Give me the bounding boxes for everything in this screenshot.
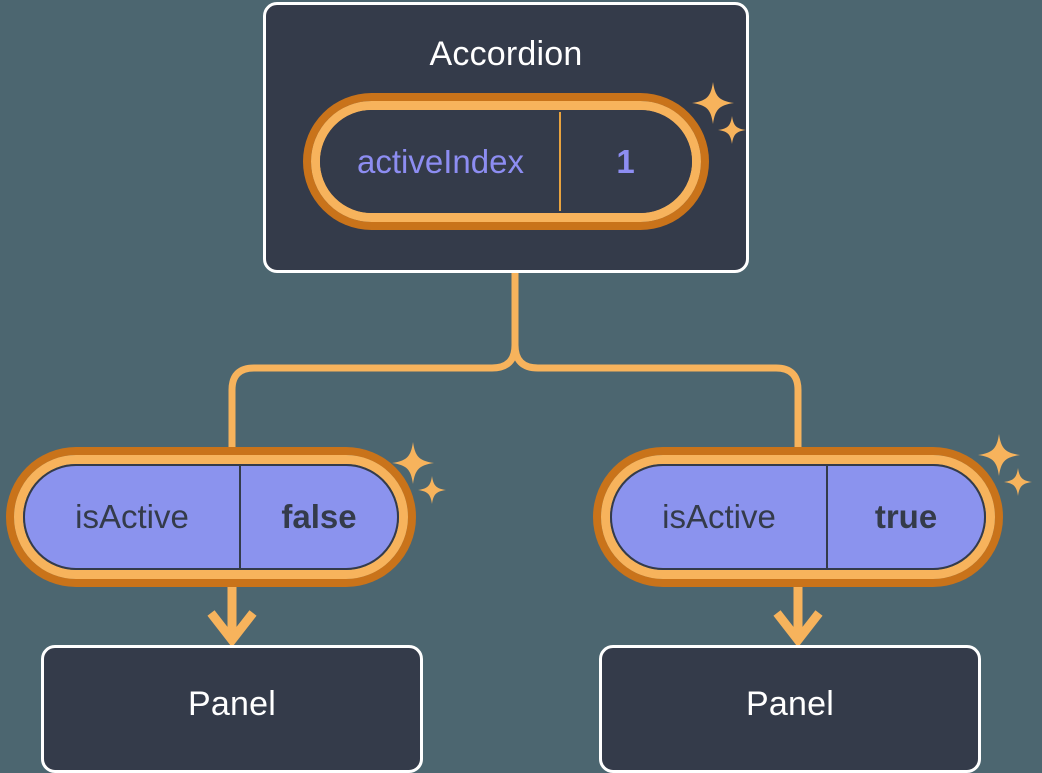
state-pill-active-index[interactable]: activeIndex 1 — [311, 101, 701, 222]
prop-pill-is-active-true-value: true — [874, 498, 938, 535]
panel-card-right-title: Panel — [746, 685, 834, 723]
arrow-down-head-right — [773, 610, 823, 648]
four-point-star-small-icon — [418, 476, 446, 504]
accordion-card-title: Accordion — [429, 35, 583, 73]
prop-pill-is-active-true-body: isActive true — [610, 464, 986, 570]
arrow-right-group — [773, 578, 823, 648]
prop-pill-is-active-true-key: isActive — [612, 466, 828, 568]
panel-card-left[interactable]: Panel — [41, 645, 423, 773]
four-point-star-icon — [392, 442, 434, 484]
state-pill-active-index-body: activeIndex 1 — [320, 110, 692, 213]
connector-branch-right — [511, 344, 802, 458]
four-point-star-icon — [978, 434, 1020, 476]
connector-branch-left — [228, 344, 519, 458]
prop-pill-is-active-true[interactable]: isActive true — [601, 455, 995, 579]
prop-pill-is-active-false[interactable]: isActive false — [14, 455, 408, 579]
arrow-down-head-left — [207, 610, 257, 648]
four-point-star-small-icon — [1004, 468, 1032, 496]
prop-pill-is-active-false-value: false — [281, 498, 357, 535]
panel-card-left-title: Panel — [188, 685, 276, 723]
panel-card-right[interactable]: Panel — [599, 645, 981, 773]
arrow-left-group — [207, 578, 257, 648]
prop-pill-is-active-false-body: isActive false — [23, 464, 399, 570]
prop-pill-is-active-false-key: isActive — [25, 466, 241, 568]
state-pill-active-index-value: 1 — [616, 142, 635, 180]
state-pill-active-index-key: activeIndex — [322, 112, 561, 211]
